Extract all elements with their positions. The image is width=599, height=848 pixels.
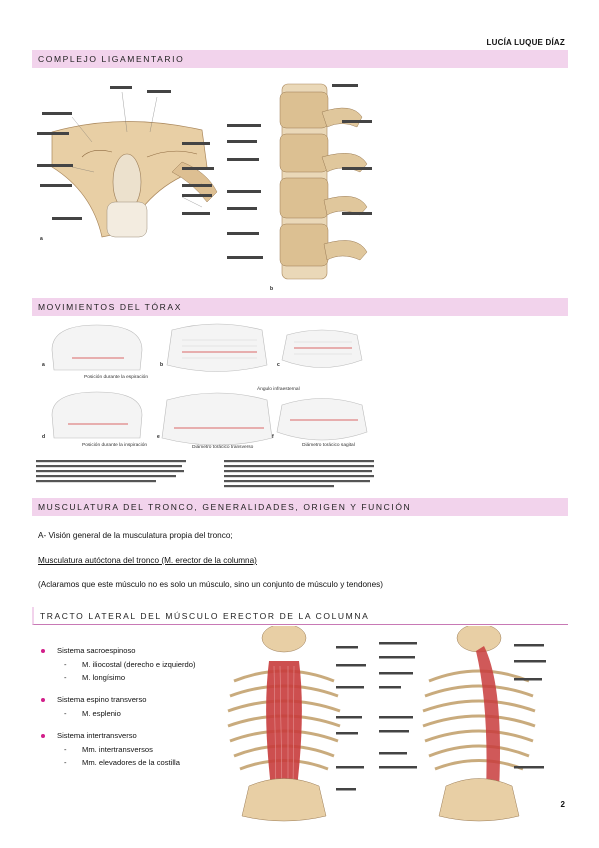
section-title-tracto: TRACTO LATERAL DEL MÚSCULO ERECTOR DE LA… [32,607,568,625]
caption-sagital: Diámetro torácico sagital [302,442,355,448]
musculatura-line-3: (Aclaramos que este músculo no es solo u… [38,580,383,589]
caption-inspiracion: Posición durante la inspiración [82,442,147,448]
list-subitem: -Mm. elevadores de la costilla [64,758,180,767]
svg-text:b: b [270,286,273,292]
list-subitem: -Mm. intertransversos [64,745,153,754]
caption-espiracion: Posición durante la espiración [84,374,148,380]
bullet-icon [41,733,45,738]
list-subitem: -M. iliocostal (derecho e izquierdo) [64,660,196,669]
section-title-ligamentario: COMPLEJO LIGAMENTARIO [32,50,568,68]
svg-text:a: a [40,236,43,242]
list-item: Sistema intertransverso [38,730,213,741]
mov-letter-c: c [277,362,280,368]
section-title-movimientos: MOVIMIENTOS DEL TÓRAX [32,298,568,316]
mov-letter-d: d [42,434,45,440]
page-number: 2 [560,800,565,809]
tracto-list: Sistema sacroespinoso -M. iliocostal (de… [38,645,213,769]
caption-transverso: Diámetro torácico transverso [192,444,254,450]
mov-letter-a: a [42,362,45,368]
figure-erector-spinae [214,626,554,826]
musculatura-line-1: A- Visión general de la musculatura prop… [38,531,233,540]
musculatura-line-2: Musculatura autóctona del tronco (M. ere… [38,556,257,565]
figure-ligament-complex: a b [32,72,382,297]
list-subitem: -M. longísimo [64,673,126,682]
bullet-icon [41,697,45,702]
figure-thorax-movements: a b c Posición durante la espiración Áng… [32,320,387,495]
mov-letter-b: b [160,362,163,368]
mov-letter-f: f [272,434,274,440]
author-name: LUCÍA LUQUE DÍAZ [486,38,565,47]
mov-letter-e: e [157,434,160,440]
list-item: Sistema espino transverso [38,694,213,705]
list-item: Sistema sacroespinoso [38,645,213,656]
section-title-musculatura: MUSCULATURA DEL TRONCO, GENERALIDADES, O… [32,498,568,516]
list-subitem: -M. esplenio [64,709,121,718]
bullet-icon [41,648,45,653]
caption-angulo: Ángulo infraesternal [257,385,300,392]
